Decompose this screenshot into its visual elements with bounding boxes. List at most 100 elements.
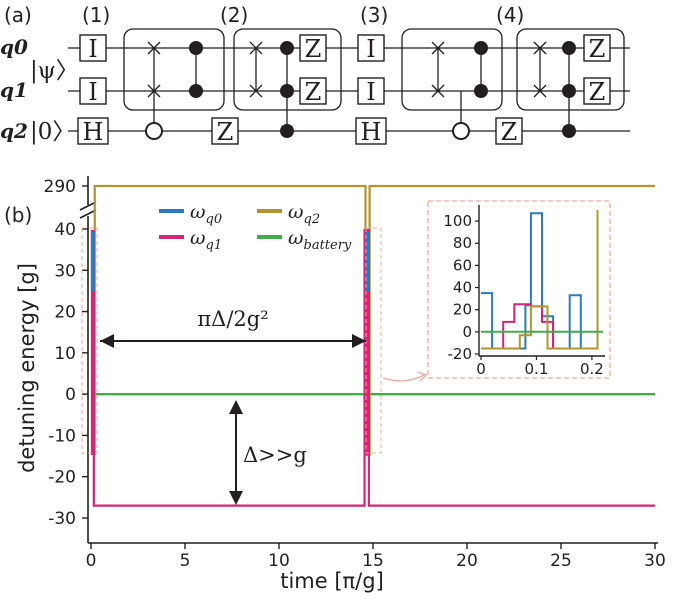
main-series bbox=[90, 184, 655, 507]
gate-h-q2-label: H bbox=[83, 118, 104, 146]
swap-cross-icon bbox=[533, 84, 547, 98]
series-spike-q0 bbox=[365, 232, 370, 292]
swap-cross-icon bbox=[249, 41, 263, 55]
series-line-q1 bbox=[92, 228, 655, 507]
delay-annotation: πΔ/2g² bbox=[100, 307, 366, 348]
qubit-label-q1: q1 bbox=[0, 78, 28, 102]
qubit-label-q2: q2 bbox=[0, 119, 28, 143]
svg-text:I: I bbox=[366, 78, 375, 106]
inset-y-tick-label: 20 bbox=[453, 301, 472, 319]
swap-cross-icon bbox=[431, 84, 445, 98]
panel-b-label: (b) bbox=[4, 203, 32, 227]
control-dot-icon bbox=[280, 124, 294, 138]
arrow-left-icon bbox=[100, 334, 114, 348]
gate-z-q1 bbox=[583, 77, 611, 105]
legend-label-battery: ωbattery bbox=[288, 227, 352, 253]
open-control-icon bbox=[452, 122, 470, 140]
gate-z-q0 bbox=[299, 34, 327, 62]
y-tick-label: 30 bbox=[54, 261, 76, 281]
y-tick-label: 20 bbox=[54, 303, 76, 323]
control-dot-icon bbox=[562, 124, 576, 138]
inset-y-tick-label: 100 bbox=[443, 212, 472, 230]
svg-text:Z: Z bbox=[589, 78, 606, 106]
y-tick-label: 40 bbox=[54, 220, 76, 240]
series-line-q2 bbox=[93, 184, 655, 457]
svg-text:H: H bbox=[361, 118, 382, 146]
x-axis-title: time [π/g] bbox=[280, 569, 384, 593]
arrow-down-icon bbox=[229, 491, 243, 505]
x-tick-label: 20 bbox=[456, 551, 478, 571]
gate-z-q2-label: Z bbox=[217, 118, 234, 146]
state-label-psi: |ψ〉 bbox=[30, 58, 79, 84]
state-label-zero: |0〉 bbox=[30, 119, 75, 145]
control-dot-icon bbox=[562, 84, 576, 98]
svg-text:Z: Z bbox=[589, 35, 606, 63]
series-spike-q1 bbox=[365, 230, 370, 455]
delay-label: πΔ/2g² bbox=[197, 307, 268, 331]
swap-cross-icon bbox=[533, 41, 547, 55]
step-3-gates: I I H bbox=[355, 34, 387, 146]
control-dot-icon bbox=[474, 41, 488, 55]
x-tick-label: 25 bbox=[550, 551, 572, 571]
gate-z-q1 bbox=[299, 77, 327, 105]
gate-i-q1 bbox=[79, 77, 107, 105]
x-tick-label: 5 bbox=[180, 551, 191, 571]
zoom-region-marker bbox=[81, 227, 98, 454]
detuning-condition-label: Δ>>g bbox=[243, 443, 307, 467]
swap-cross-icon bbox=[147, 41, 161, 55]
y-axis-title: detuning energy [g] bbox=[15, 263, 39, 473]
control-dot-icon bbox=[474, 84, 488, 98]
control-dot-icon bbox=[280, 84, 294, 98]
inset-y-tick-label: -20 bbox=[448, 345, 473, 363]
svg-text:I: I bbox=[366, 35, 375, 63]
step-label-2: (2) bbox=[220, 3, 248, 27]
inset-y-tick-label: 0 bbox=[462, 323, 472, 341]
panel-a-label: (a) bbox=[4, 3, 32, 27]
control-dot-icon bbox=[189, 84, 203, 98]
y-tick-label: 290 bbox=[44, 177, 76, 197]
step-label-1: (1) bbox=[82, 3, 110, 27]
arrow-up-icon bbox=[229, 400, 243, 414]
circuit-diagram: (a) (1) (2) (3) (4) q0 q1 q2 |ψ〉 |0〉 I I… bbox=[0, 3, 630, 146]
gate-i-q0 bbox=[79, 34, 107, 62]
step-4-gates: Z Z Z bbox=[401, 28, 625, 146]
axis-break-icon bbox=[79, 201, 97, 219]
gate-z-q2 bbox=[495, 117, 523, 145]
gate-h-q2 bbox=[355, 117, 387, 145]
detuning-annotation: Δ>>g bbox=[229, 400, 307, 505]
zoom-arrow-icon bbox=[382, 374, 425, 382]
gate-z-q0 bbox=[583, 34, 611, 62]
x-tick-label: 15 bbox=[362, 551, 384, 571]
y-tick-label: -20 bbox=[48, 468, 76, 488]
inset-x-tick-label: 0.1 bbox=[525, 360, 549, 378]
legend-label-q2: ωq2 bbox=[288, 201, 320, 227]
inset-frame bbox=[427, 200, 611, 379]
swap-cross-icon bbox=[431, 41, 445, 55]
gate-h-q2 bbox=[77, 117, 109, 145]
inset-y-tick-label: 60 bbox=[453, 256, 472, 274]
step-label-4: (4) bbox=[496, 3, 524, 27]
y-tick-label: 0 bbox=[65, 385, 76, 405]
swap-cz-block-3 bbox=[401, 28, 503, 111]
legend-label-q0: ωq0 bbox=[190, 201, 222, 227]
open-control-icon bbox=[145, 122, 163, 140]
x-tick-label: 0 bbox=[86, 551, 97, 571]
y-tick-label: -10 bbox=[48, 426, 76, 446]
step-label-3: (3) bbox=[360, 3, 388, 27]
inset-x-tick-label: 0 bbox=[476, 360, 486, 378]
qubit-label-q0: q0 bbox=[0, 35, 28, 59]
gate-z-q2 bbox=[211, 117, 239, 145]
x-tick-label: 30 bbox=[644, 551, 666, 571]
step-1-gates: I I H bbox=[77, 34, 109, 146]
y-tick-label: 10 bbox=[54, 344, 76, 364]
inset-x-tick-label: 0.2 bbox=[580, 360, 604, 378]
inset-series-line-q0 bbox=[481, 212, 592, 350]
y-tick-label: -30 bbox=[48, 509, 76, 529]
svg-text:Z: Z bbox=[305, 78, 322, 106]
inset-y-tick-label: 80 bbox=[453, 234, 472, 252]
series-spike-q1 bbox=[90, 230, 95, 455]
series-spike-q0 bbox=[90, 232, 95, 292]
